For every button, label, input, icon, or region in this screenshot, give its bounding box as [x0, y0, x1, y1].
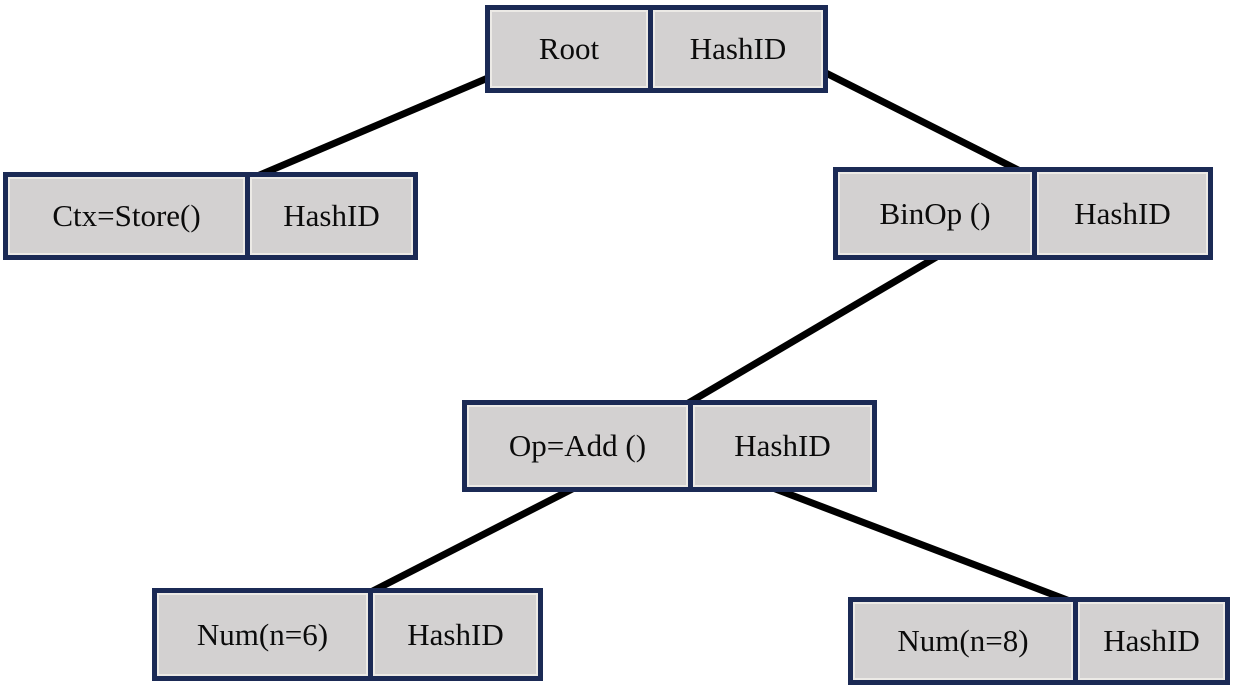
node-hashid: HashID [1073, 602, 1225, 680]
node-hashid: HashID [1032, 172, 1208, 255]
edge-op-num8 [763, 481, 1077, 607]
edge-op-num6 [363, 481, 582, 599]
node-label: Op=Add () [467, 405, 688, 487]
tree-node-binop: BinOp () HashID [833, 167, 1213, 260]
tree-node-num6: Num(n=6) HashID [152, 588, 543, 681]
node-label: BinOp () [838, 172, 1032, 255]
node-hashid: HashID [648, 10, 823, 88]
tree-node-num8: Num(n=8) HashID [848, 597, 1230, 685]
tree-node-op: Op=Add () HashID [462, 400, 877, 492]
edge-binop-op [683, 248, 947, 409]
tree-node-ctx: Ctx=Store() HashID [3, 172, 418, 260]
node-hashid: HashID [368, 593, 538, 676]
tree-node-root: Root HashID [485, 5, 828, 93]
node-label: Root [490, 10, 648, 88]
edge-root-binop [818, 66, 1030, 179]
node-hashid: HashID [688, 405, 872, 487]
node-label: Num(n=6) [157, 593, 368, 676]
edge-root-ctx [246, 71, 497, 184]
node-hashid: HashID [245, 177, 413, 255]
node-label: Ctx=Store() [8, 177, 245, 255]
node-label: Num(n=8) [853, 602, 1073, 680]
